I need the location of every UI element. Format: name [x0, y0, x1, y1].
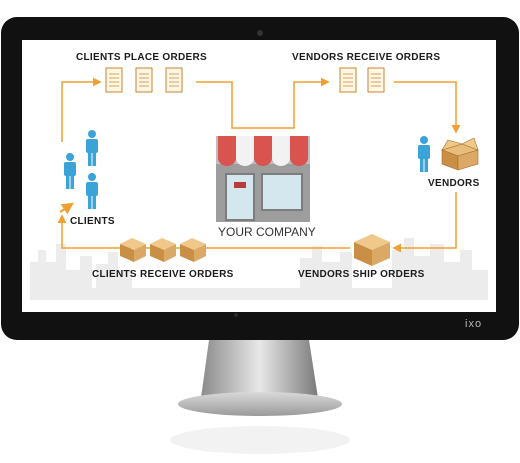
arrow-vendors-to-ship	[392, 192, 457, 253]
arrow-to-vendors	[394, 81, 461, 134]
document-icon	[165, 67, 183, 93]
clients-group	[64, 130, 98, 209]
arrow-to-clients-accent	[59, 202, 74, 215]
open-box-icon	[441, 137, 479, 171]
person-icon	[64, 153, 76, 189]
monitor-stand	[170, 340, 350, 454]
box-icon	[120, 238, 146, 262]
document-icon	[339, 67, 357, 93]
store-door	[225, 173, 255, 221]
label-clients-place-orders: CLIENTS PLACE ORDERS	[76, 52, 207, 63]
storefront-icon	[216, 136, 310, 222]
label-vendors-ship-orders: VENDORS SHIP ORDERS	[298, 269, 425, 280]
person-icon	[86, 130, 98, 166]
label-company: YOUR COMPANY	[218, 225, 316, 239]
person-icon	[86, 173, 98, 209]
document-icon	[135, 67, 153, 93]
document-icon	[105, 67, 123, 93]
document-icon	[367, 67, 385, 93]
label-vendors-receive-orders: VENDORS RECEIVE ORDERS	[292, 52, 440, 63]
brand-logo: ixo	[465, 318, 482, 330]
store-window	[261, 173, 303, 211]
order-documents-clients	[105, 67, 183, 93]
power-indicator	[234, 313, 238, 317]
stand-neck	[201, 340, 318, 398]
awning	[218, 136, 308, 166]
box-vendor-ship	[354, 234, 390, 266]
box-icon	[150, 238, 176, 262]
arrow-ship-to-clients	[57, 214, 350, 249]
label-clients-receive-orders: CLIENTS RECEIVE ORDERS	[92, 269, 234, 280]
stand-shadow	[170, 426, 350, 454]
label-vendors: VENDORS	[428, 178, 480, 189]
order-documents-vendors	[339, 67, 385, 93]
box-icon	[180, 238, 206, 262]
label-clients: CLIENTS	[70, 216, 115, 227]
arrow-clients-to-orders	[61, 77, 102, 142]
arrow-orders-to-company	[196, 77, 330, 129]
vendor-person-icon	[418, 136, 430, 172]
boxes-clients	[120, 238, 206, 262]
webcam-icon	[257, 30, 263, 36]
city-skyline	[30, 238, 488, 300]
stand-base	[178, 392, 342, 416]
flow-arrows	[57, 77, 461, 253]
